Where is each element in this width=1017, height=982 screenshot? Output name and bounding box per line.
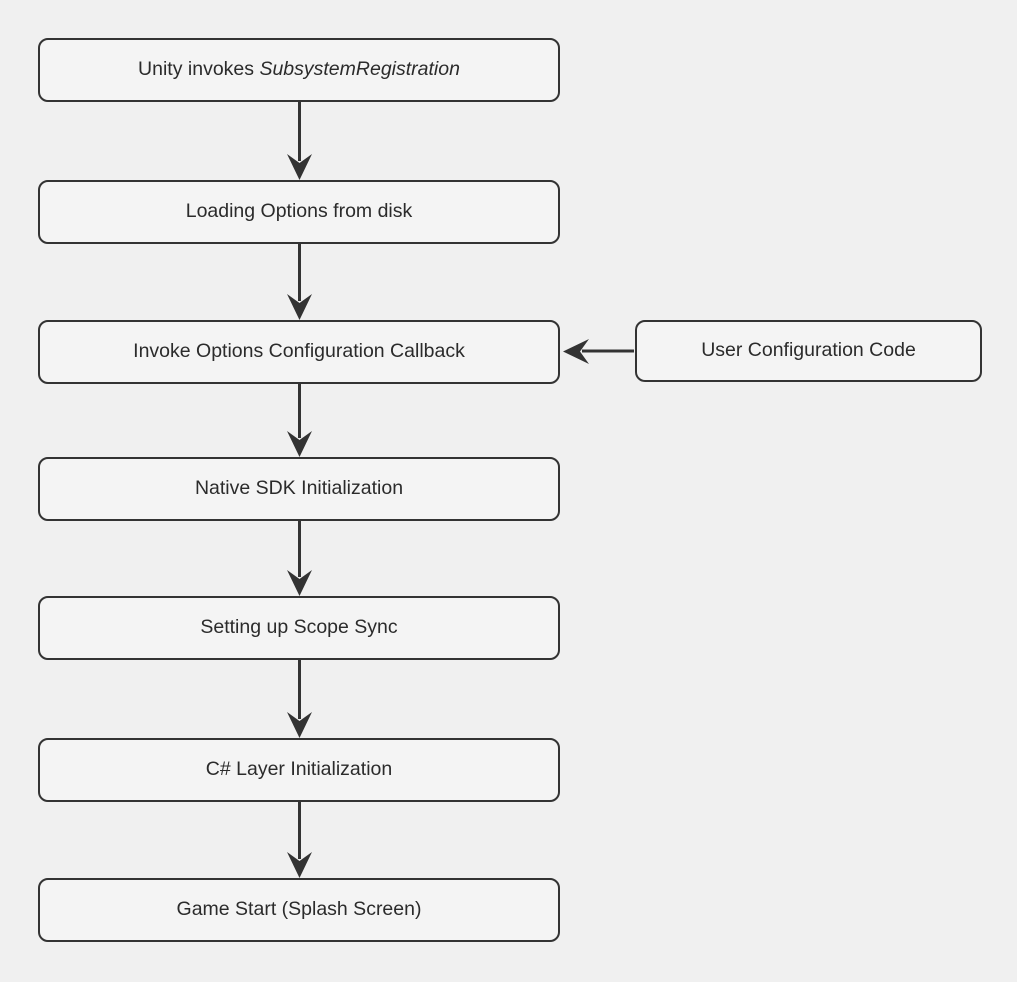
node-label: Native SDK Initialization	[194, 477, 404, 500]
node-label: Loading Options from disk	[185, 200, 413, 223]
node-unity-invokes-subsystem-registration: Unity invokes SubsystemRegistration	[38, 38, 560, 102]
node-label: Game Start (Splash Screen)	[176, 898, 422, 921]
arrow-unity-to-loading	[287, 102, 312, 180]
node-label: Invoke Options Configuration Callback	[133, 340, 465, 363]
arrow-userconfig-to-callback	[563, 339, 634, 364]
node-loading-options-from-disk: Loading Options from disk	[38, 180, 560, 244]
node-label: Setting up Scope Sync	[200, 616, 398, 639]
arrow-loading-to-callback	[287, 244, 312, 320]
node-invoke-options-configuration-callback: Invoke Options Configuration Callback	[38, 320, 560, 384]
node-setting-up-scope-sync: Setting up Scope Sync	[38, 596, 560, 660]
node-label: User Configuration Code	[701, 339, 916, 362]
arrow-native-to-scope	[287, 521, 312, 596]
arrow-callback-to-native	[287, 384, 312, 457]
arrow-scope-to-csharp	[287, 660, 312, 738]
node-label-emphasis: SubsystemRegistration	[259, 58, 460, 81]
arrow-csharp-to-gamestart	[287, 802, 312, 878]
node-csharp-layer-initialization: C# Layer Initialization	[38, 738, 560, 802]
node-label: Unity invokes SubsystemRegistration	[138, 58, 460, 81]
node-user-configuration-code: User Configuration Code	[635, 320, 982, 382]
node-label: C# Layer Initialization	[205, 758, 393, 781]
node-game-start-splash-screen: Game Start (Splash Screen)	[38, 878, 560, 942]
node-native-sdk-initialization: Native SDK Initialization	[38, 457, 560, 521]
